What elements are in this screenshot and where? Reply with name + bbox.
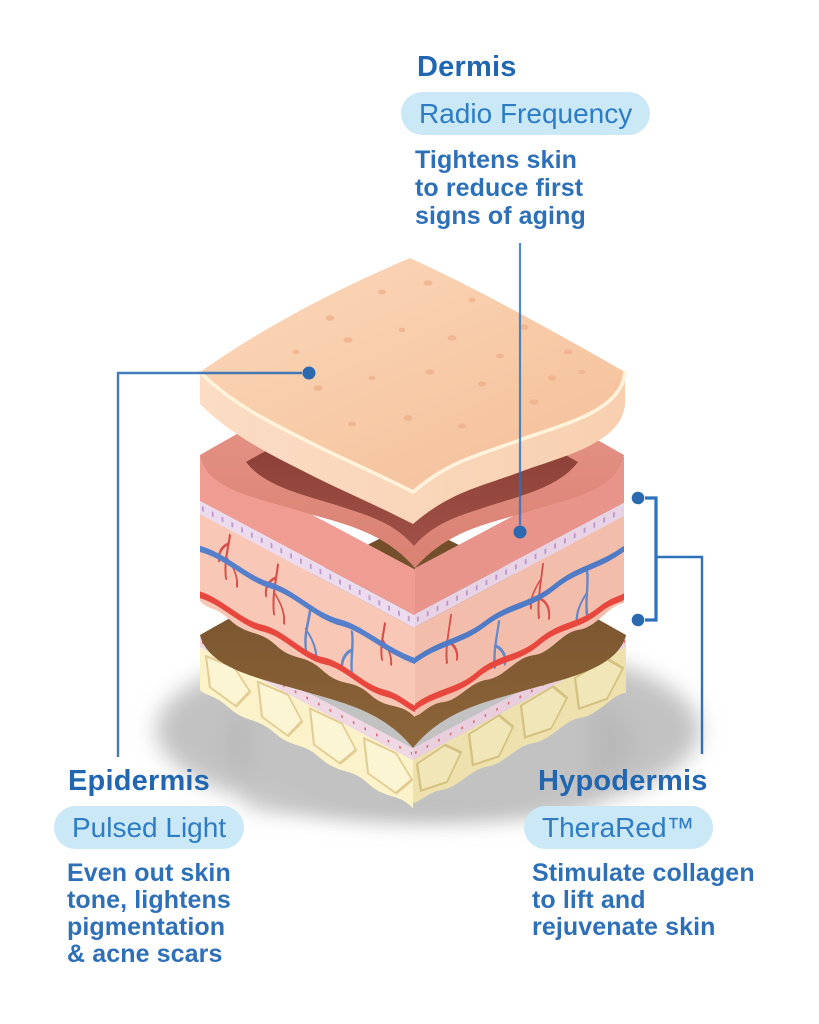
- epidermis-connector-line: [116, 371, 302, 757]
- epidermis-top-surface: [200, 258, 625, 492]
- epidermis-description-line: Even out skin: [67, 859, 231, 887]
- fat-lobules: [204, 654, 413, 795]
- blue-vessel: [415, 543, 624, 666]
- connectors: [116, 243, 704, 757]
- dermis-heading: Dermis: [417, 51, 517, 83]
- red-vessel: [200, 590, 415, 715]
- epidermis-connector-dot: [302, 366, 316, 380]
- epidermis-annotation: Epidermis Pulsed Light Even out skin ton…: [54, 764, 245, 968]
- hypodermis-left-face: [200, 635, 413, 810]
- red-capillaries: [445, 562, 551, 665]
- epidermis-description-line: tone, lightens: [67, 886, 231, 914]
- dermis-description-line: Tightens skin: [415, 146, 577, 174]
- hypodermis-bracket-dot-bottom: [631, 613, 645, 627]
- red-vessel: [415, 591, 624, 713]
- hypodermis-treatment-label: TheraRed™: [542, 812, 695, 843]
- hypodermis-annotation: Hypodermis TheraRed™ Stimulate collagen …: [524, 764, 755, 941]
- epidermis-pores: [292, 280, 586, 429]
- dermis-treatment-pill: Radio Frequency: [401, 92, 651, 135]
- epidermis-layer: [198, 258, 627, 524]
- hypodermis-description-line: to lift and: [532, 886, 646, 914]
- dermis-description-line: signs of aging: [415, 202, 586, 230]
- epidermis-treatment-label: Pulsed Light: [72, 812, 227, 843]
- epidermis-description: Even out skin tone, lightens pigmentatio…: [67, 860, 244, 968]
- hypodermis-description: Stimulate collagen to lift and rejuvenat…: [532, 860, 755, 941]
- dermis-annotation: Dermis Radio Frequency Tightens skin to …: [401, 50, 651, 230]
- hypodermis-description-line: rejuvenate skin: [532, 913, 716, 941]
- hypodermis-bracket-dot-top: [631, 491, 645, 505]
- hypodermis-heading: Hypodermis: [538, 765, 708, 797]
- hypodermis-bracket: [631, 491, 704, 754]
- epidermis-description-line: pigmentation: [67, 913, 226, 941]
- dermis-description: Tightens skin to reduce first signs of a…: [415, 146, 650, 230]
- blue-vessel: [200, 544, 415, 666]
- epidermis-treatment-pill: Pulsed Light: [54, 806, 245, 849]
- dermis-left-face: [200, 455, 415, 722]
- epidermis-description-line: & acne scars: [67, 940, 223, 968]
- hypodermis-description-line: Stimulate collagen: [532, 859, 755, 887]
- epidermis-heading: Epidermis: [68, 765, 211, 797]
- dermis-connector-dot: [513, 525, 527, 539]
- dermis-treatment-label: Radio Frequency: [419, 98, 633, 129]
- epidermis-cream-rim: [198, 370, 627, 495]
- dermis-description-line: to reduce first: [415, 174, 584, 202]
- hypodermis-treatment-pill: TheraRed™: [524, 806, 713, 849]
